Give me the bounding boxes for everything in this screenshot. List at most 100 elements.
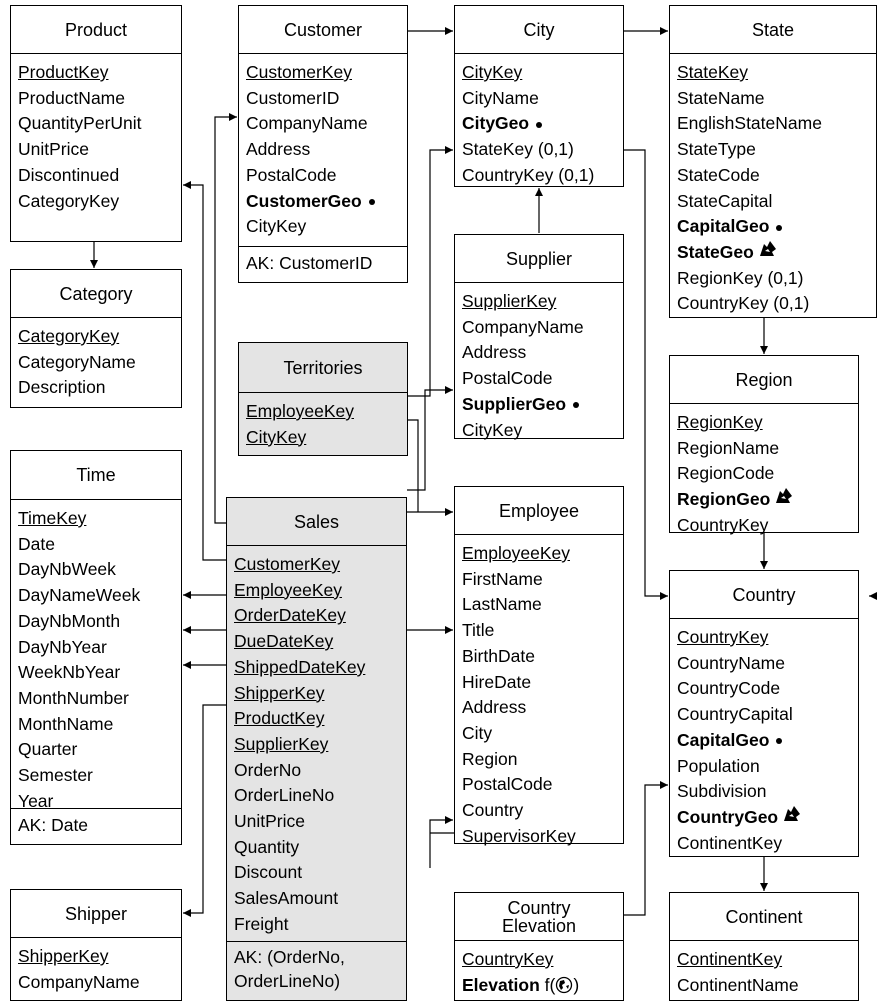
alternate-key: AK: CustomerID (239, 246, 407, 282)
attribute: HireDate (462, 670, 623, 696)
entity-title: Customer (239, 6, 407, 54)
attribute-name: PostalCode (462, 774, 553, 795)
attribute: EmployeeKey (234, 578, 406, 604)
attribute-name: StateType (677, 139, 756, 160)
attribute-name: StateName (677, 87, 765, 108)
attribute: FirstName (462, 567, 623, 593)
attribute-name: BirthDate (462, 645, 535, 666)
key-attribute: CityKey (462, 62, 523, 82)
attribute: PostalCode (246, 163, 407, 189)
attribute-name: CustomerGeo (246, 190, 362, 211)
attribute: SalesAmount (234, 886, 406, 912)
attribute: SupplierKey (234, 732, 406, 758)
attribute: CountryCode (677, 676, 858, 702)
key-attribute: ShipperKey (18, 946, 109, 966)
attribute: CityKey (462, 418, 623, 444)
attribute: City (462, 721, 623, 747)
attribute: DayNbYear (18, 635, 181, 661)
country-continent-arrowhead (760, 883, 768, 891)
attribute-name: Description (18, 377, 106, 398)
key-attribute: ProductKey (18, 62, 109, 82)
attribute-name: LastName (462, 594, 542, 615)
attribute-name: QuantityPerUnit (18, 113, 142, 134)
attribute: Elevation f() (462, 973, 623, 999)
entity-title-line: Country (507, 897, 571, 918)
attribute-name: Elevation (462, 974, 540, 995)
entity-title-line: Elevation (501, 915, 577, 936)
attribute: ProductName (18, 86, 181, 112)
attribute: SupervisorKey (462, 824, 623, 850)
state-country-arrowhead (869, 592, 877, 600)
attribute: StateCapital (677, 189, 876, 215)
entity-title: Category (11, 270, 181, 318)
attribute: ProductKey (234, 706, 406, 732)
sales-employee-key-arrowhead (445, 508, 453, 516)
attribute-name: CategoryName (18, 351, 136, 372)
alternate-key: AK: Date (11, 808, 181, 844)
city-state-arrowhead (660, 27, 668, 35)
attribute-name: UnitPrice (18, 139, 89, 160)
attribute: OrderNo (234, 758, 406, 784)
key-attribute: StateKey (677, 62, 749, 82)
attribute-name: CountryGeo (677, 806, 779, 827)
sales-customer-line (214, 116, 237, 524)
sales-orderdate-arrowhead (183, 591, 191, 599)
territories-employee-line (408, 419, 419, 512)
sales-customer-arrowhead (229, 113, 237, 121)
entity-title: Employee (455, 487, 623, 535)
attribute-name: WeekNbYear (18, 662, 121, 683)
attribute-name: StateCapital (677, 190, 773, 211)
attribute: SupplierGeo (462, 392, 623, 418)
region-country-arrowhead (760, 561, 768, 569)
attribute: RegionName (677, 436, 858, 462)
state-region-arrowhead (760, 346, 768, 354)
attribute-name: CompanyName (462, 316, 584, 337)
point-geometry-icon (573, 402, 580, 409)
attribute-name: ContinentName (677, 974, 799, 995)
attribute-name: RegionKey (0,1) (677, 267, 804, 288)
attribute-name: MonthNumber (18, 687, 129, 708)
attribute: ShippedDateKey (234, 655, 406, 681)
key-attribute: TimeKey (18, 508, 87, 528)
attribute: CityName (462, 86, 623, 112)
attribute-name: Year (18, 790, 54, 811)
supplier-city-arrowhead (535, 188, 543, 196)
attribute: CapitalGeo (677, 214, 876, 240)
attribute: StateCode (677, 163, 876, 189)
entity-title: Continent (670, 893, 858, 941)
attribute: CategoryName (18, 350, 181, 376)
attribute: ShipperKey (234, 681, 406, 707)
attribute-name: Address (462, 697, 527, 718)
attribute-name: StateKey (0,1) (462, 139, 574, 160)
attribute-name: Population (677, 755, 760, 776)
entity-title: City (455, 6, 623, 54)
attribute: Quarter (18, 737, 181, 763)
attribute-name: Date (18, 533, 55, 554)
attribute: UnitPrice (234, 809, 406, 835)
entity-title: Product (11, 6, 181, 54)
attribute-name: CountryKey (677, 514, 769, 535)
attribute: StateKey (0,1) (462, 137, 623, 163)
attribute: Date (18, 532, 181, 558)
attribute: StateGeo (677, 240, 876, 266)
